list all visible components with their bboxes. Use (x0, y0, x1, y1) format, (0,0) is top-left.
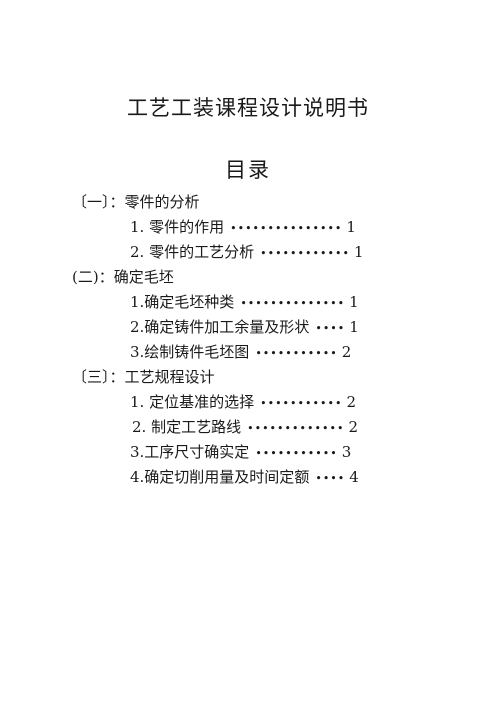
toc-entry-leader: ••••••••••• (255, 347, 338, 360)
toc-entry[interactable]: 3.绘制铸件毛坯图 ••••••••••• 2 (72, 340, 412, 365)
toc-entry-page: 3 (341, 443, 352, 461)
toc-entry[interactable]: 3.工序尺寸确实定 ••••••••••• 3 (72, 440, 412, 465)
toc-entry-page: 1 (346, 218, 356, 236)
toc-entry-label: 1.确定毛坯种类 (130, 293, 235, 311)
toc-section: 〔一〕：零件的分析 (72, 193, 200, 211)
document-title: 工艺工装课程设计说明书 (127, 96, 369, 120)
toc-entry-label: 3.绘制铸件毛坯图 (130, 343, 250, 361)
toc-entry-page: 1 (349, 318, 359, 336)
toc-entry-page: 1 (349, 293, 359, 311)
toc-entry-page: 1 (353, 243, 364, 261)
toc-section: (二)：确定毛坯 (72, 268, 174, 286)
toc-entry-page: 2 (348, 418, 358, 436)
toc-entry[interactable]: 1.确定毛坯种类 •••••••••••••• 1 (72, 290, 412, 315)
toc-entry[interactable]: 1. 定位基准的选择 ••••••••••• 2 (72, 390, 412, 415)
toc-entry-leader: ••••••••••• (260, 397, 343, 410)
toc-entry[interactable]: 2. 零件的工艺分析 •••••••••••• 1 (72, 240, 412, 265)
table-of-contents: 〔一〕：零件的分析 1. 零件的作用 ••••••••••••••• 1 2. … (72, 190, 412, 490)
toc-entry-label: 2. 零件的工艺分析 (130, 243, 255, 261)
toc-entry-page: 2 (341, 343, 352, 361)
toc-entry-label: 2.确定铸件加工余量及形状 (130, 318, 310, 336)
toc-entry-page: 2 (346, 393, 357, 411)
toc-heading: 目录 (225, 158, 271, 182)
toc-entry-label: 2. 制定工艺路线 (132, 418, 242, 436)
toc-entry-leader: •••••••••••• (260, 247, 350, 260)
toc-entry-page: 4 (349, 468, 359, 486)
toc-entry[interactable]: 2.确定铸件加工余量及形状 •••• 1 (72, 315, 412, 340)
toc-entry[interactable]: 2. 制定工艺路线 ••••••••••••• 2 (72, 415, 412, 440)
toc-entry-leader: •••• (315, 322, 346, 335)
toc-section: 〔三〕：工艺规程设计 (72, 368, 215, 386)
toc-entry-label: 1. 零件的作用 (130, 218, 225, 236)
toc-entry-label: 1. 定位基准的选择 (130, 393, 255, 411)
toc-entry[interactable]: 4.确定切削用量及时间定额 •••• 4 (72, 465, 412, 490)
toc-entry-label: 4.确定切削用量及时间定额 (130, 468, 310, 486)
toc-entry-label: 3.工序尺寸确实定 (130, 443, 250, 461)
toc-entry[interactable]: 1. 零件的作用 ••••••••••••••• 1 (72, 215, 412, 240)
toc-entry-leader: •••••••••••••• (240, 297, 346, 310)
toc-entry-leader: ••••••••••••••• (230, 222, 343, 235)
toc-entry-leader: ••••••••••• (255, 447, 338, 460)
toc-entry-leader: •••• (315, 472, 346, 485)
toc-entry-leader: ••••••••••••• (247, 422, 345, 435)
